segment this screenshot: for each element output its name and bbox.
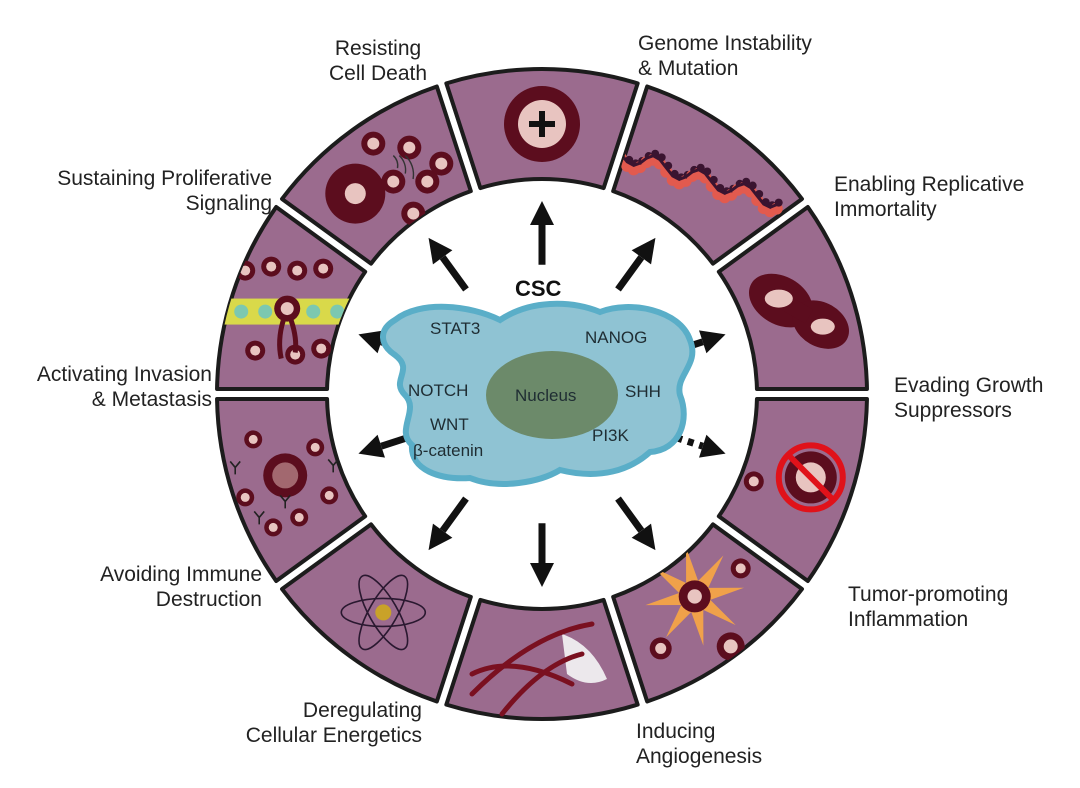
- pathway-nanog: NANOG: [585, 328, 648, 347]
- antibody-cells-icon: [229, 430, 339, 537]
- dividing-cell-icon: [748, 273, 849, 349]
- pathway-wnt: WNT: [430, 415, 469, 434]
- arrow-resisting-cell-death: [530, 201, 554, 265]
- no-sign-icon: [743, 442, 846, 513]
- arrow-sustaining-proliferative-signaling: [428, 237, 469, 292]
- label-invasion-metastasis: Activating Invasion& Metastasis: [36, 363, 212, 411]
- dna-strand-icon: [614, 147, 783, 218]
- pathway-stat3: STAT3: [430, 319, 481, 338]
- starburst-icon: [645, 547, 751, 661]
- arrow-inducing-angiogenesis: [530, 523, 554, 587]
- plus-cell-icon: [504, 86, 580, 162]
- csc-cell: [380, 300, 696, 487]
- signaling-cells-icon: [325, 131, 454, 226]
- arrow-evading-growth-suppressors: [663, 430, 726, 458]
- label-genome-instability: Genome Instability& Mutation: [638, 32, 812, 80]
- pathway-shh: SHH: [625, 382, 661, 401]
- arrow-genome-instability: [615, 237, 656, 292]
- segment-inducing-angiogenesis: [444, 597, 640, 721]
- blood-vessel-icon: [469, 621, 607, 717]
- pathway-pi3k: PI3K: [592, 426, 629, 445]
- csc-title: CSC: [515, 276, 562, 301]
- pathway-beta-catenin: β-catenin: [413, 441, 484, 460]
- hallmark-icons: [217, 86, 849, 717]
- atom-icon: [340, 574, 427, 651]
- pathway-notch: NOTCH: [408, 381, 469, 400]
- hallmark-ring: [215, 67, 869, 721]
- nucleus: [486, 351, 618, 439]
- arrow-deregulating-energetics: [428, 496, 469, 551]
- nucleus-label: Nucleus: [515, 386, 577, 405]
- arrow-tumor-promoting-inflammation: [615, 496, 656, 551]
